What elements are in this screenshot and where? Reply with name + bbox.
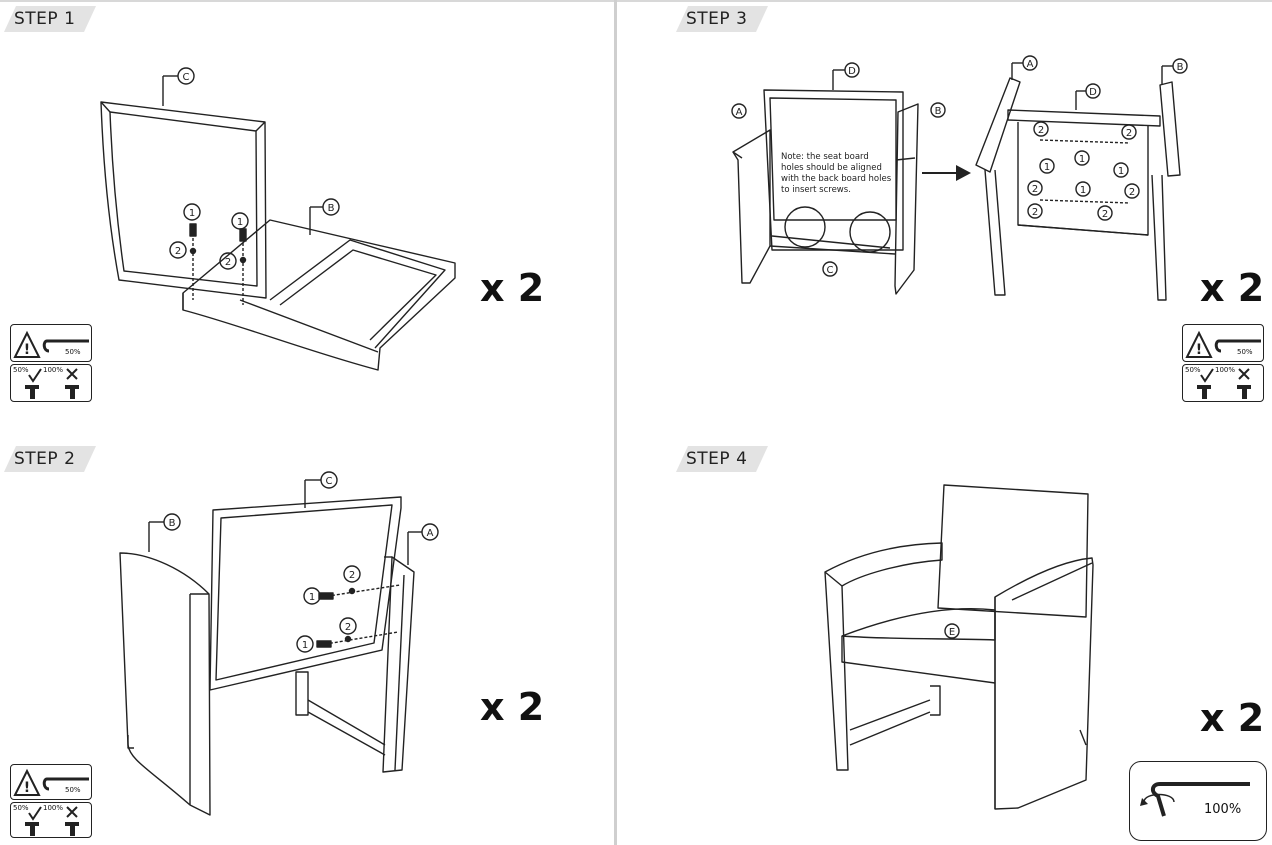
side-b-right: [1159, 81, 1181, 177]
step-4-label: STEP 4: [686, 449, 748, 469]
label-c-step2: C: [326, 476, 333, 487]
warning-box-step3: ! 50% 50% 100%: [1182, 324, 1264, 402]
tighten-half-row: ! 50%: [10, 324, 92, 362]
warning-triangle-icon: !: [13, 768, 89, 796]
no-pct: 100%: [1215, 366, 1236, 374]
label-c-step1: C: [183, 72, 190, 83]
label-screw-3a: 1: [1079, 154, 1085, 165]
seat-cushion: [841, 607, 996, 641]
tighten-compare-row: 50% 100%: [10, 364, 92, 402]
label-washer-3b: 2: [1126, 128, 1132, 139]
label-screw-3d: 1: [1080, 185, 1086, 196]
ok-pct: 50%: [13, 804, 29, 812]
ok-pct: 50%: [1185, 366, 1201, 374]
step-3-left-illustration: [731, 62, 971, 295]
alignment-note: Note: the seat board holes should be ali…: [781, 152, 892, 195]
check-cross-icon: [25, 368, 79, 399]
svg-text:!: !: [1196, 342, 1202, 358]
step-2-multiplier: x 2: [480, 685, 545, 729]
step-2-tab: STEP 2: [4, 446, 96, 472]
label-b-step1: B: [328, 203, 335, 214]
svg-text:!: !: [24, 342, 30, 358]
back-cushion: [937, 484, 1089, 618]
label-screw-1a: 1: [189, 208, 195, 219]
side-arm-b: [119, 552, 211, 816]
label-screw-2b: 1: [302, 640, 308, 651]
label-washer-2a: 2: [349, 570, 355, 581]
warning-box-step2: ! 50% 50% 100%: [10, 764, 92, 838]
tighten-half-row: ! 50%: [1182, 324, 1264, 362]
side-a: [732, 129, 771, 284]
left-arm: [824, 542, 943, 771]
check-cross-icon: [25, 806, 79, 836]
label-washer-3d: 2: [1129, 187, 1135, 198]
step-2-label: STEP 2: [14, 449, 76, 469]
label-a-step3-left: A: [736, 107, 743, 118]
final-tighten-pct: 100%: [1204, 802, 1242, 817]
step-1-illustration: [100, 67, 456, 371]
warning-triangle-icon: !: [1185, 330, 1261, 358]
label-washer-1a: 2: [175, 246, 181, 257]
label-washer-3a: 2: [1038, 125, 1044, 136]
step-4-illustration: [824, 484, 1094, 810]
step-1-multiplier: x 2: [480, 266, 545, 310]
panel-divider: [614, 0, 617, 845]
label-washer-3c: 2: [1032, 184, 1038, 195]
tighten-half-row: ! 50%: [10, 764, 92, 800]
top-border: [0, 0, 1272, 2]
label-washer-1b: 2: [225, 257, 231, 268]
label-e-step4: E: [949, 627, 955, 638]
label-screw-3b: 1: [1044, 162, 1050, 173]
label-b-step3-left: B: [935, 106, 942, 117]
label-a-step3-right: A: [1027, 59, 1034, 70]
back-board-c: [100, 101, 267, 299]
label-washer-2b: 2: [345, 622, 351, 633]
label-d-step3-right: D: [1089, 87, 1097, 98]
step-4-tab: STEP 4: [676, 446, 768, 472]
label-b-step3-right: B: [1177, 62, 1184, 73]
label-d-step3-left: D: [848, 66, 856, 77]
side-a-right: [975, 77, 1021, 173]
svg-text:!: !: [24, 780, 30, 796]
no-pct: 100%: [43, 366, 64, 374]
no-pct: 100%: [43, 804, 64, 812]
check-cross-icon: [1197, 368, 1251, 399]
step-3-right-illustration: [975, 55, 1188, 301]
step-3-label: STEP 3: [686, 9, 748, 29]
label-b-step2: B: [169, 518, 176, 529]
step-4-multiplier: x 2: [1200, 696, 1265, 740]
step-3-multiplier: x 2: [1200, 266, 1265, 310]
label-washer-3e: 2: [1032, 207, 1038, 218]
tighten-compare-row: 50% 100%: [1182, 364, 1264, 402]
label-screw-1b: 1: [237, 217, 243, 228]
tighten-half-pct: 50%: [65, 348, 81, 356]
tighten-half-pct: 50%: [65, 786, 81, 794]
label-c-step3-left: C: [827, 265, 834, 276]
ok-pct: 50%: [13, 366, 29, 374]
side-arm-a: [382, 556, 415, 773]
warning-box-step1: ! 50% 50% 100%: [10, 324, 92, 402]
label-screw-3c: 1: [1118, 166, 1124, 177]
label-a-step2: A: [427, 528, 434, 539]
tighten-half-pct: 50%: [1237, 348, 1253, 356]
warning-triangle-icon: !: [13, 330, 89, 358]
tighten-compare-row: 50% 100%: [10, 802, 92, 838]
step-2-illustration: [119, 471, 439, 816]
step-3-tab: STEP 3: [676, 6, 768, 32]
final-tighten-box: 100%: [1129, 761, 1267, 841]
label-screw-2a: 1: [309, 592, 315, 603]
step-1-label: STEP 1: [14, 9, 76, 29]
label-washer-3f: 2: [1102, 209, 1108, 220]
step-1-tab: STEP 1: [4, 6, 96, 32]
seat-frame-b: [182, 219, 456, 371]
allen-key-icon: [1140, 782, 1250, 817]
right-arm: [994, 557, 1094, 810]
side-b: [894, 103, 919, 295]
